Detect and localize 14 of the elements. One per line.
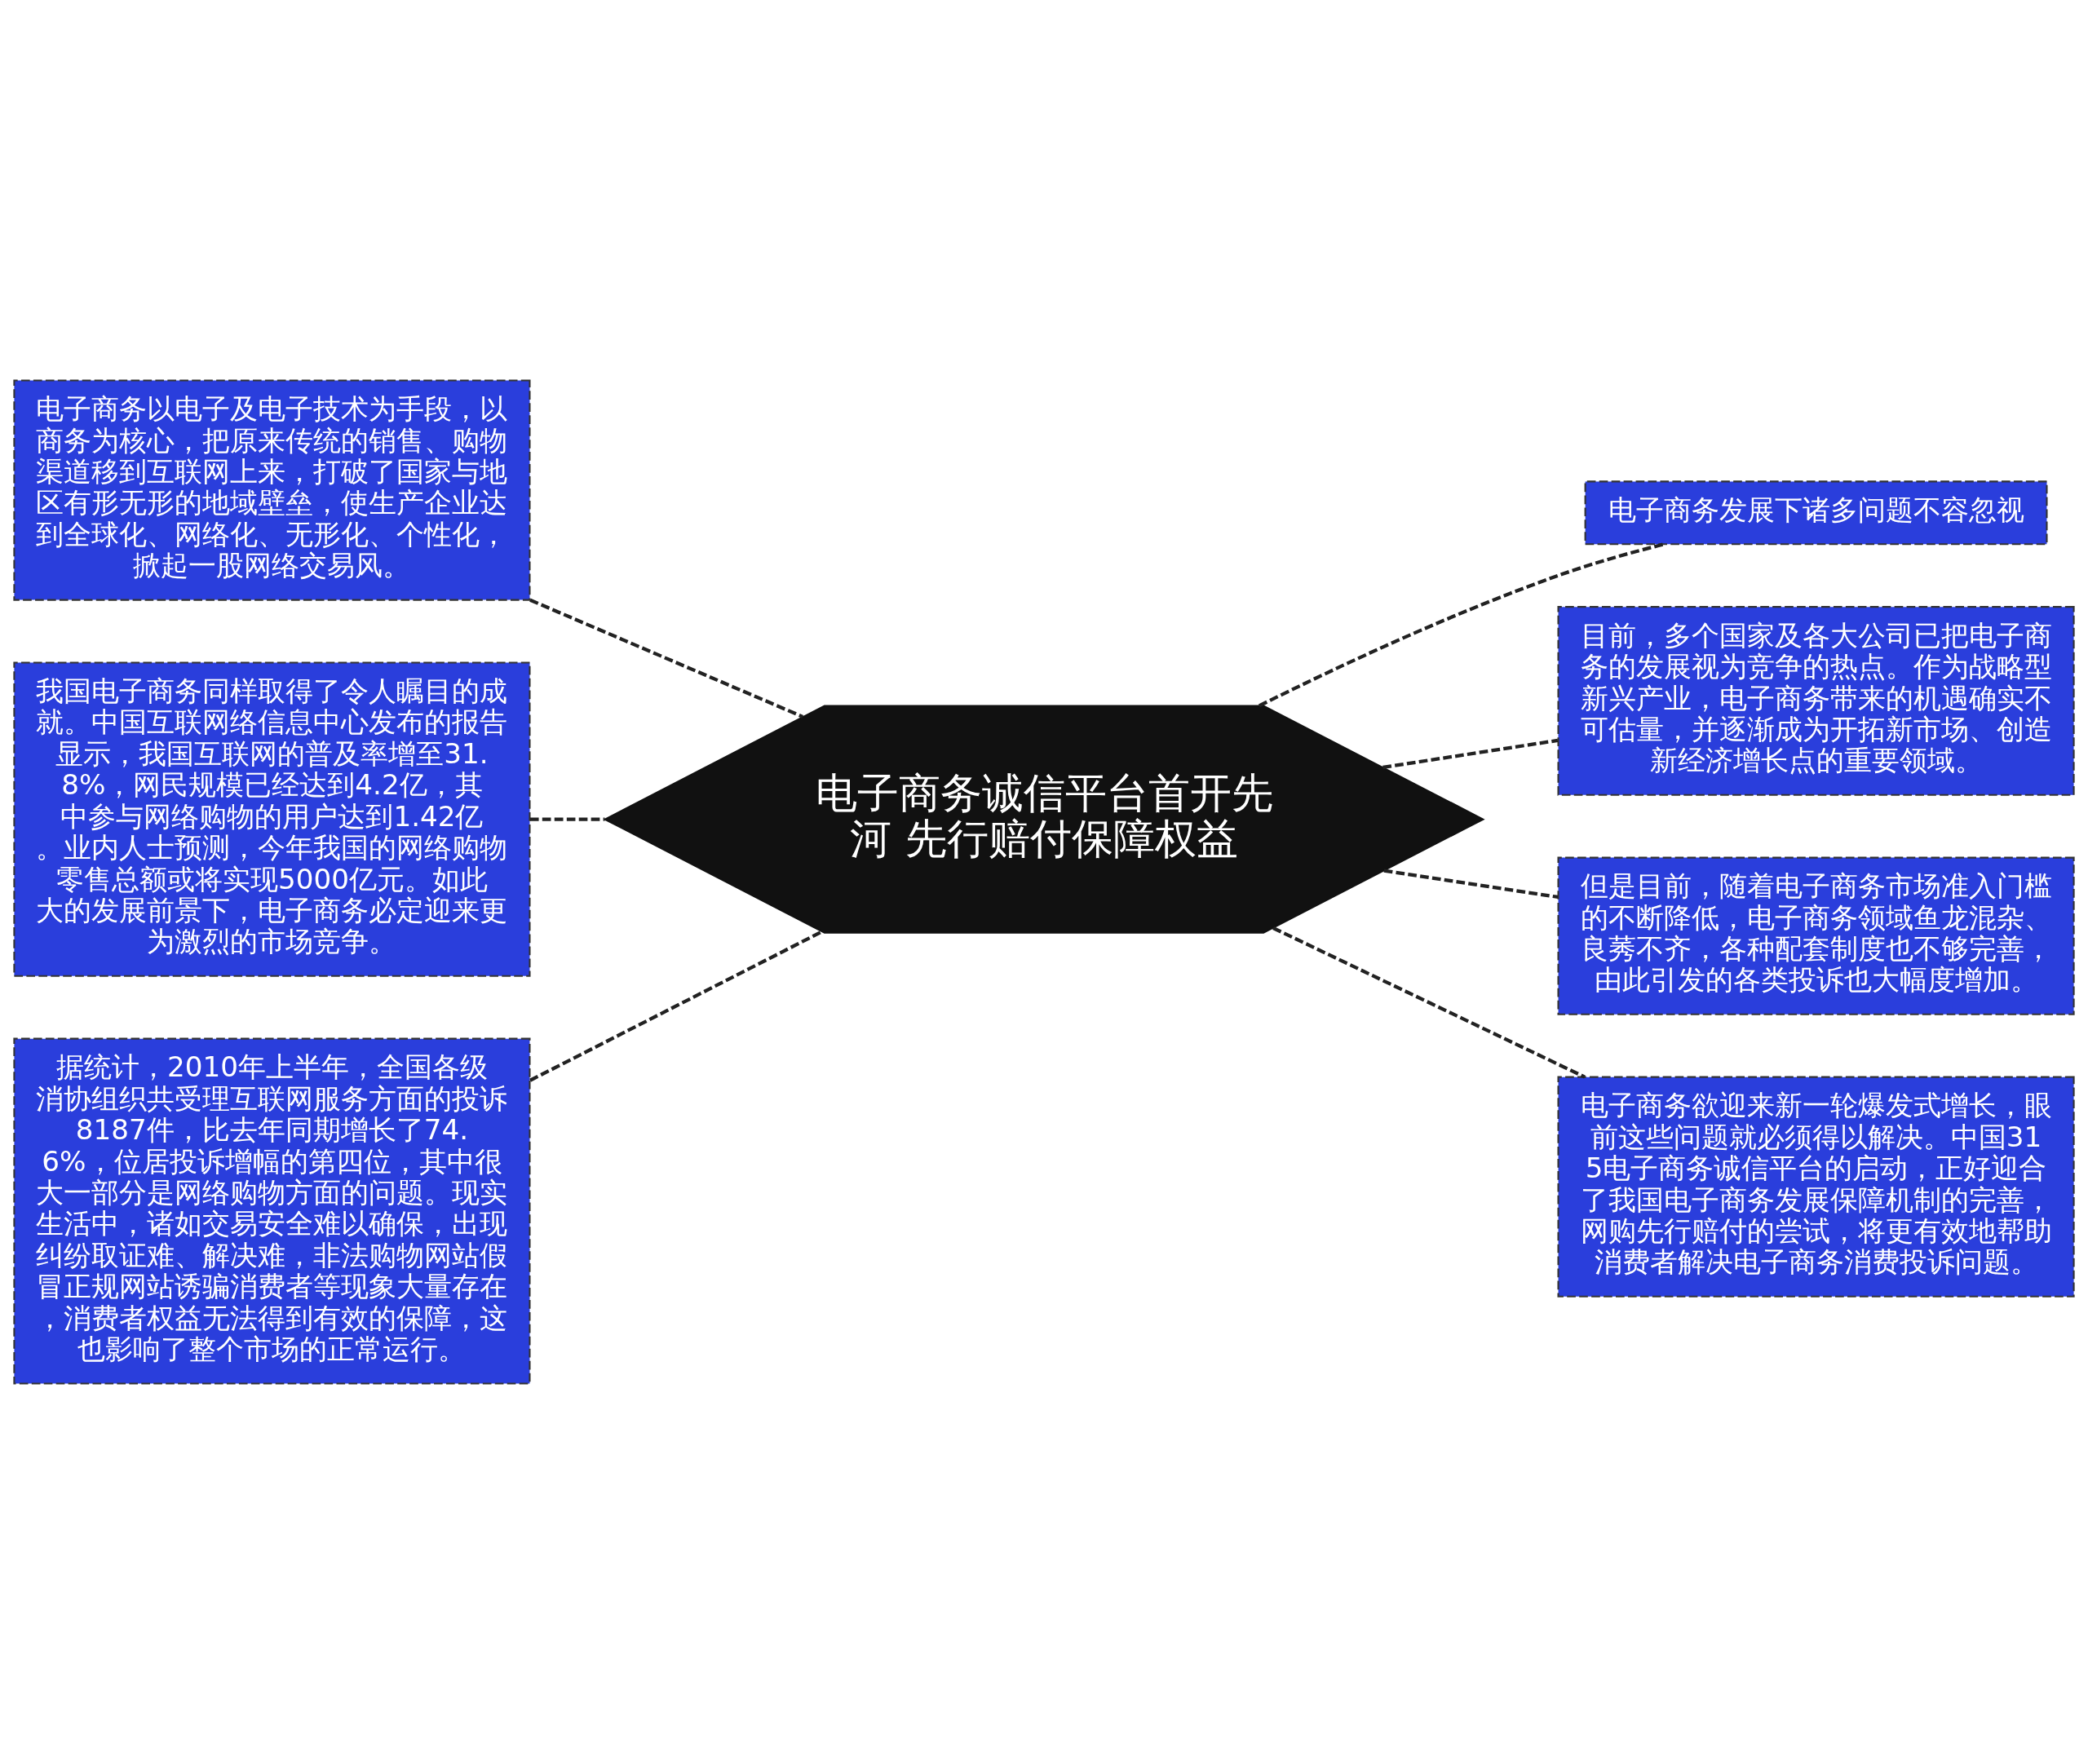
- connector: [1383, 869, 1559, 900]
- connector: [1272, 926, 1586, 1079]
- node-box: 我国电子商务同样取得了令人瞩目的成就。中国互联网络信息中心发布的报告显示，我国互联网的普及率增至31.8%，网民规模已经达到4.2亿，其中参与网络购物的用户达到1.42亿。业内人士预测，今年我国的网络购物零售总额或将实现5000亿元。如此大的发展前景下，电子商务必定迎来更为激烈的市场竞争。: [13, 661, 531, 977]
- connector: [529, 930, 823, 1082]
- connector: [1382, 738, 1559, 770]
- node-box: 但是目前，随着电子商务市场准入门槛的不断降低，电子商务领域鱼龙混杂、良莠不齐，各种配套制度也不够完善，由此引发的各类投诉也大幅度增加。: [1557, 856, 2075, 1015]
- node-box: 目前，多个国家及各大公司已把电子商务的发展视为竞争的热点。作为战略型新兴产业，电子商务带来的机遇确实不可估量，并逐渐成为开拓新市场、创造新经济增长点的重要领域。: [1557, 606, 2075, 796]
- node-box: 据统计，2010年上半年，全国各级消协组织共受理互联网服务方面的投诉8187件，比去年同期增长了74.6%，位居投诉增幅的第四位，其中很大一部分是网络购物方面的问题。现实生活中，诸如交易安全难以确保，出现纠纷取证难、解决难，非法购物网站假冒正规网站诱骗消费者等现象大量存在，消费者权益无法得到有效的保障，这也影响了整个市场的正常运行。: [13, 1037, 531, 1385]
- connector: [529, 598, 804, 718]
- connector: [1258, 542, 1665, 708]
- node-box: 电子商务欲迎来新一轮爆发式增长，眼前这些问题就必须得以解决。中国315电子商务诚信平台的启动，正好迎合了我国电子商务发展保障机制的完善，网购先行赔付的尝试，将更有效地帮助消费者解决电子商务消费投诉问题。: [1557, 1076, 2075, 1298]
- connector: [530, 817, 605, 821]
- node-box: 电子商务以电子及电子技术为手段，以商务为核心，把原来传统的销售、购物渠道移到互联网上来，打破了国家与地区有形无形的地域壁垒，使生产企业达到全球化、网络化、无形化、个性化，掀起一股网络交易风。: [13, 379, 531, 601]
- node-box: 电子商务发展下诸多问题不容忽视: [1584, 480, 2048, 546]
